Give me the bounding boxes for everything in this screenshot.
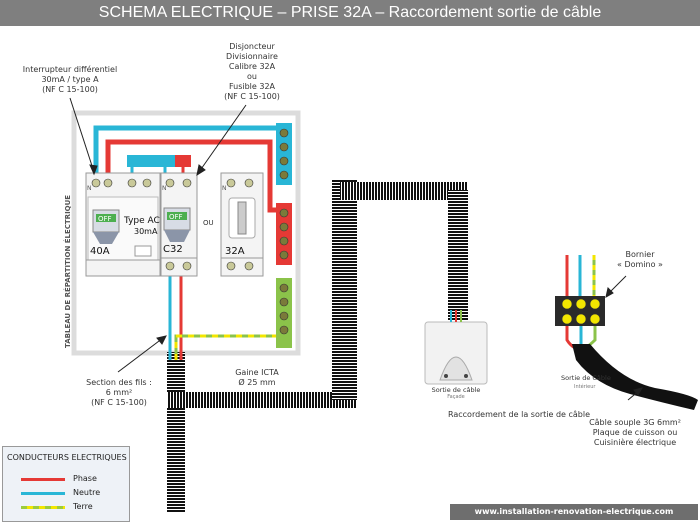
domino-wires-in (565, 255, 596, 296)
bornier-arrow (605, 275, 627, 298)
label-section: Section des fils : 6 mm² (NF C 15-100) (86, 378, 152, 407)
sortie-cable-interior-sub: Intérieur (574, 383, 596, 390)
label-cable-souple: Câble souple 3G 6mm² Plaque de cuisson o… (589, 418, 681, 447)
panel-side-label: TABLEAU DE RÉPARTITION ÉLECTRIQUE (63, 195, 72, 348)
conduit-icta (167, 180, 468, 512)
legend-title: CONDUCTEURS ELECTRIQUES (7, 453, 127, 462)
breaker-screws (165, 178, 192, 271)
diff-type-text: Type AC (123, 216, 160, 226)
legend-label-terre: Terre (73, 502, 93, 511)
legend-label-neutre: Neutre (73, 488, 101, 497)
label-sortie-cable: Sortie de câble (431, 386, 481, 394)
label-interrupteur: Interrupteur différentiel 30mA / type A … (22, 65, 118, 94)
breaker-rating-text: C32 (163, 244, 183, 255)
fuse-rating-text: 32A (225, 246, 245, 257)
busbar-phase (276, 203, 292, 265)
label-sortie-cable-sub: Façade (447, 394, 465, 400)
diagram-title: SCHEMA ELECTRIQUE – PRISE 32A – Raccorde… (0, 0, 700, 26)
comb-bridge-phase (175, 155, 191, 167)
legend-swatch-terre (21, 506, 65, 509)
flexible-cable (572, 344, 698, 410)
diff-screws (91, 178, 152, 188)
legend-label-phase: Phase (73, 474, 97, 483)
legend-item-neutre: Neutre (21, 487, 125, 499)
sortie-cable-interior-label: Sortie de Câble (561, 374, 611, 382)
cable-arrow (627, 387, 644, 401)
fuse-screws (226, 178, 254, 271)
label-disjoncteur: Disjoncteur Divisionnaire Calibre 32A ou… (224, 42, 280, 101)
label-raccordement: Raccordement de la sortie de câble (447, 410, 591, 419)
label-bornier: Bornier « Domino » (617, 250, 663, 269)
differential-switch (85, 172, 161, 277)
wires-outgoing (168, 275, 276, 360)
breaker-off-text: OFF (169, 213, 183, 221)
neutral-mark-1: N (87, 185, 92, 192)
legend-swatch-neutre (21, 492, 65, 495)
busbar-screws (279, 128, 289, 335)
circuit-breaker (160, 172, 198, 277)
panel-frame (71, 110, 301, 356)
ou-text: OU (203, 219, 214, 227)
neutral-mark-3: N (222, 185, 227, 192)
busbar-neutral (276, 123, 292, 185)
wires-top (93, 125, 276, 213)
legend-swatch-phase (21, 478, 65, 481)
diff-rating-text: 40A (90, 246, 110, 257)
legend-item-terre: Terre (21, 501, 125, 513)
diff-off-text: OFF (98, 215, 112, 223)
label-gaine: Gaine ICTA Ø 25 mm (235, 368, 279, 387)
domino-terminal-block (555, 296, 605, 326)
legend: CONDUCTEURS ELECTRIQUES Phase Neutre Ter… (2, 446, 130, 522)
website-footer[interactable]: www.installation-renovation-electrique.c… (450, 504, 698, 520)
pointer-arrows (69, 97, 247, 373)
cable-outlet-front (424, 321, 488, 385)
legend-item-phase: Phase (21, 473, 125, 485)
neutral-mark-2: N (162, 185, 167, 192)
comb-bridge-neutral (127, 155, 175, 167)
fuse-holder (220, 172, 264, 277)
diff-sens-text: 30mA (134, 227, 158, 236)
